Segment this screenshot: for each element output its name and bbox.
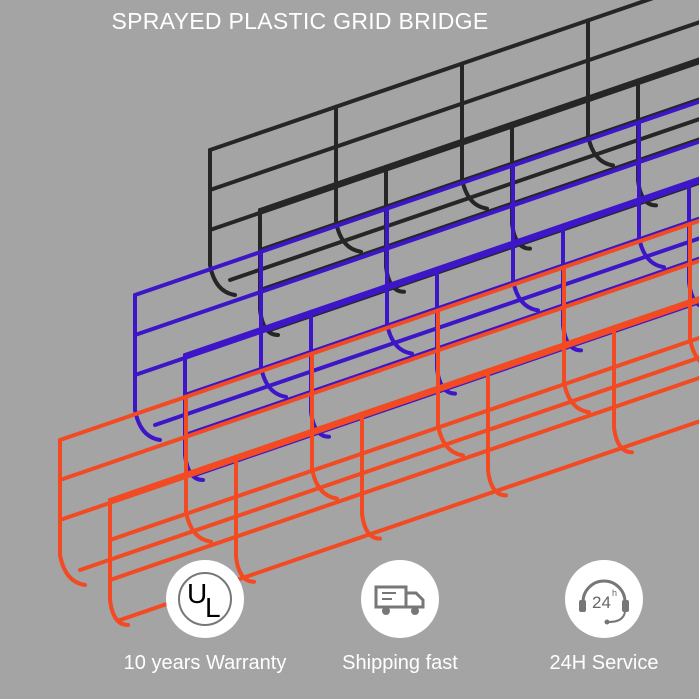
feature-label-service: 24H Service (549, 652, 659, 674)
delivery-truck-icon (361, 560, 439, 638)
feature-row: U L 10 years Warranty Shipping fast (0, 560, 699, 699)
feature-label-warranty: 10 years Warranty (123, 652, 287, 674)
ul-l-letter: L (205, 592, 221, 623)
service-hours-text: 24 (592, 593, 611, 612)
feature-warranty: U L 10 years Warranty (105, 560, 305, 675)
ul-certification-icon: U L (166, 560, 244, 638)
page-title: SPRAYED PLASTIC GRID BRIDGE (111, 8, 489, 34)
headset-support-icon: 24 h (565, 560, 643, 638)
feature-service: 24 h 24H Service (504, 560, 699, 675)
service-hours-sup: h (612, 588, 617, 598)
feature-label-shipping: Shipping fast (342, 652, 458, 674)
feature-shipping: Shipping fast (300, 560, 500, 675)
ul-u-letter: U (187, 578, 207, 609)
